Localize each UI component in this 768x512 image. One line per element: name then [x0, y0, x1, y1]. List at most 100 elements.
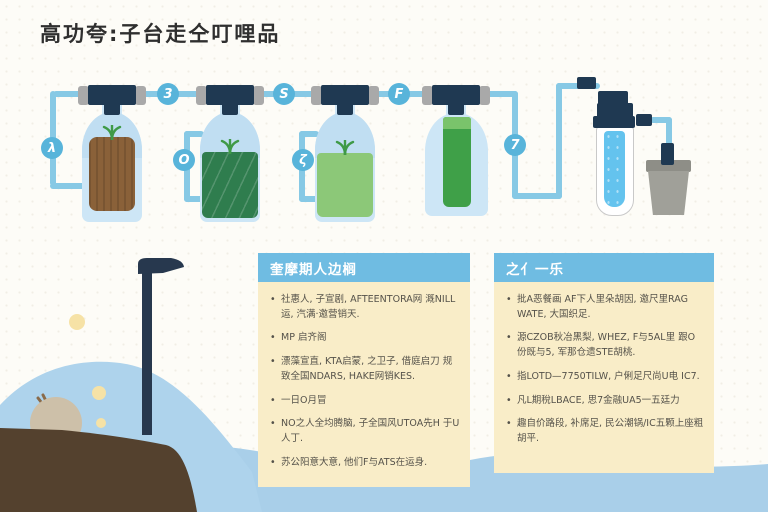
valve-icon	[321, 85, 369, 105]
bubble-icon	[69, 314, 85, 330]
valve-flange-icon	[253, 86, 264, 105]
step-badge-3: O	[173, 149, 195, 171]
bullet-text: 漂藻宣直, KTA启蒙, 之卫子, 借庭启刀 规致全国NDARS, HAKE网销…	[281, 356, 453, 382]
valve-stem-icon	[337, 103, 353, 115]
bullet-icon: •	[506, 394, 512, 406]
pipe-loop2-top	[184, 131, 204, 137]
filter-outlet-fitting	[636, 114, 652, 126]
pump-scene	[0, 258, 262, 512]
bullet-text: 一日O月冒	[281, 394, 327, 406]
valve-flange-icon	[78, 86, 89, 105]
pipe-top-left	[53, 91, 82, 97]
bullet-icon: •	[270, 394, 276, 406]
list-item: • 指LOTD—7750TILW, 户俐足尺尚U电 IC7.	[506, 370, 704, 385]
bullet-text: 批A恶餐画 AF下人里朵胡因, 邀尺里RAG WATE, 大国织足.	[517, 294, 688, 320]
step-badge-6: F	[388, 83, 410, 105]
valve-stem-icon	[448, 103, 464, 115]
bottle-stage3	[315, 112, 375, 222]
cup	[648, 171, 689, 215]
list-item: • 社惠人, 子宣剧, AFTEENTORA网 溉NILL运, 汽满·邀营销天.	[270, 293, 460, 322]
pipe-loop2-bottom	[184, 196, 204, 202]
valve-icon	[206, 85, 254, 105]
filter-media-algae	[317, 153, 373, 217]
bubble-icon	[92, 386, 106, 400]
soil-mound	[0, 428, 197, 512]
cup-tap-icon	[661, 143, 674, 165]
sprout-icon	[102, 125, 122, 140]
pipe-filter-out	[650, 117, 672, 123]
panel-right-body: • 批A恶餐画 AF下人里朵胡因, 邀尺里RAG WATE, 大国织足. • 源CZ…	[494, 282, 714, 473]
sprout-icon	[335, 140, 355, 155]
bullet-text: MP 启齐阁	[281, 332, 327, 344]
info-panel-right: 之亻一乐 • 批A恶餐画 AF下人里朵胡因, 邀尺里RAG WATE, 大国织足.…	[494, 253, 714, 473]
water-pump	[138, 258, 184, 435]
info-panel-left: 奎摩期人边榈 • 社惠人, 子宣剧, AFTEENTORA网 溉NILL运, 汽满…	[258, 253, 470, 488]
bullet-text: 凡L期稅LBACE, 思7金融UA5一五廷力	[517, 394, 680, 406]
bottle-stage2	[200, 112, 260, 222]
bullet-icon: •	[270, 356, 276, 368]
valve-flange-icon	[135, 86, 146, 105]
green-column	[443, 117, 471, 207]
step-badge-7: 7	[504, 134, 526, 156]
valve-flange-icon	[368, 86, 379, 105]
valve-flange-icon	[479, 86, 490, 105]
valve-flange-icon	[311, 86, 322, 105]
bullet-text: 指LOTD—7750TILW, 户俐足尺尚U电 IC7.	[517, 370, 700, 382]
bullet-icon: •	[506, 332, 512, 344]
bullet-text: 源CZOB秋冶黑梨, WHEZ, F与5AL里 跟O份既与5, 军那仓遗STE胡…	[517, 332, 696, 359]
bullet-icon: •	[270, 418, 276, 430]
step-badge-5: ζ	[292, 149, 314, 171]
list-item: • 趣自价路段, 补席足, 民公潮锅/IC五颗上座粗 胡平.	[506, 417, 704, 446]
bullet-icon: •	[506, 294, 512, 305]
step-badge-2: 3	[157, 83, 179, 105]
pipe-left-inlet	[50, 183, 87, 189]
step-badge-1: λ	[41, 137, 63, 159]
pipe-to-cup	[666, 117, 672, 147]
filter-cap-base	[593, 116, 635, 128]
cup-rim	[646, 160, 691, 172]
bullet-text: NO之人全均腾脑, 子全国风UTOA先H 于U人丁.	[281, 418, 460, 445]
list-item: • 漂藻宣直, KTA启蒙, 之卫子, 借庭启刀 规致全国NDARS, HAKE网…	[270, 355, 460, 384]
bullet-icon: •	[270, 332, 276, 344]
page-title: 高功夸:子台走仝叮哩品	[40, 22, 281, 46]
valve-flange-icon	[196, 86, 207, 105]
bullet-icon: •	[270, 294, 276, 305]
pipe-u-up	[556, 83, 562, 199]
list-item: • 批A恶餐画 AF下人里朵胡因, 邀尺里RAG WATE, 大国织足.	[506, 293, 704, 322]
pipe-loop3-top	[299, 131, 319, 137]
bottle-stage4	[425, 113, 488, 216]
step-badge-4: S	[273, 83, 295, 105]
valve-icon	[432, 85, 480, 105]
pump-pole	[142, 260, 152, 435]
valve-stem-icon	[222, 103, 238, 115]
panel-left-title: 奎摩期人边榈	[258, 253, 470, 282]
pipe-u-bottom	[512, 193, 562, 199]
list-item: • NO之人全均腾脑, 子全国风UTOA先H 于U人丁.	[270, 417, 460, 446]
filter-core-water	[604, 131, 625, 207]
filter-cap-mid	[597, 103, 633, 118]
bullet-text: 趣自价路段, 补席足, 民公潮锅/IC五颗上座粗 胡平.	[517, 418, 704, 445]
panel-left-body: •社惠人, 子宣剧, AFTEENTORA网 溉NILL运, 汽满·邀营销天. …	[258, 282, 470, 488]
list-item: • 一日O月冒	[270, 394, 460, 409]
valve-flange-icon	[422, 86, 433, 105]
list-item: • 源CZOB秋冶黑梨, WHEZ, F与5AL里 跟O份既与5, 军那仓遗STE…	[506, 331, 704, 360]
bubble-icon	[96, 418, 106, 428]
bullet-text: 社惠人, 子宣剧, AFTEENTORA网 溉NILL运, 汽满·邀营销天.	[281, 294, 456, 320]
list-item: • 苏公阳意大意, 他们F与ATS在运身.	[270, 456, 460, 471]
panel-right-title: 之亻一乐	[494, 253, 714, 282]
pipe-fitting-icon	[577, 77, 596, 89]
list-item: • 凡L期稅LBACE, 思7金融UA5一五廷力	[506, 394, 704, 409]
bullet-text: 苏公阳意大意, 他们F与ATS在运身.	[281, 456, 428, 468]
bullet-icon: •	[270, 456, 276, 468]
valve-stem-icon	[104, 103, 120, 115]
filter-media-leaf	[202, 152, 258, 218]
pipe-stage4-out	[485, 91, 518, 97]
filter-media-wood	[89, 137, 135, 211]
list-item: • MP 启齐阁	[270, 331, 460, 346]
bullet-icon: •	[506, 370, 512, 382]
filter-cap-top	[598, 91, 628, 105]
pump-head-icon	[138, 258, 184, 274]
bullet-icon: •	[506, 418, 512, 430]
pipe-loop3-bottom	[299, 196, 319, 202]
